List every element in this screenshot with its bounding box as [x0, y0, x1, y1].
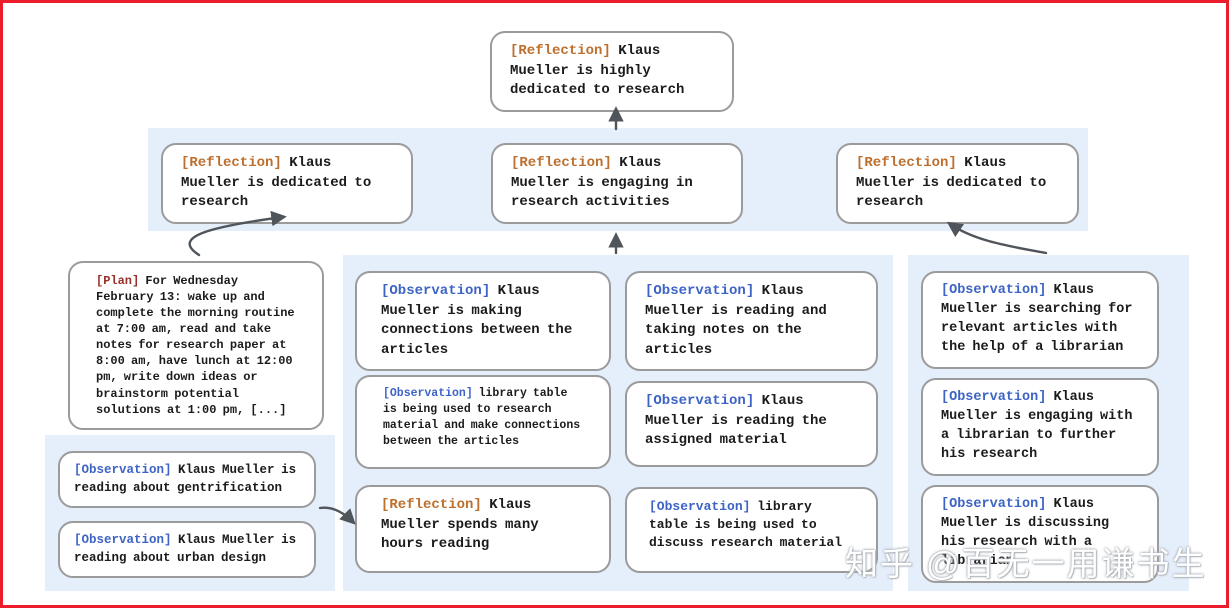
node-tag: [Reflection]: [856, 155, 957, 171]
watermark: 知乎 @百无一用谦书生: [845, 545, 1207, 582]
node-plan: [Plan] For Wednesday February 13: wake u…: [68, 261, 324, 430]
node-text: Klaus Mueller is dedicated to research: [856, 155, 1047, 211]
node-observation-discussing-librarian: [Observation] Klaus Mueller is discussin…: [921, 485, 1159, 583]
node-tag: [Reflection]: [510, 43, 611, 59]
node-tag: [Observation]: [645, 393, 755, 409]
node-tag: [Observation]: [74, 533, 172, 547]
node-root-reflection: [Reflection] Klaus Mueller is highly ded…: [490, 31, 734, 112]
node-tag: [Observation]: [941, 283, 1047, 298]
node-text: Klaus Mueller is engaging with a librari…: [941, 390, 1133, 462]
node-observation-gentrification: [Observation] Klaus Mueller is reading a…: [58, 451, 316, 508]
node-tag: [Reflection]: [181, 155, 282, 171]
node-tag: [Observation]: [941, 390, 1047, 405]
node-tag: [Observation]: [645, 283, 755, 299]
node-tag: [Reflection]: [511, 155, 612, 171]
node-text: Klaus Mueller is making connections betw…: [381, 283, 573, 358]
node-observation-assigned-material: [Observation] Klaus Mueller is reading t…: [625, 381, 878, 467]
node-reflection-dedicated-2: [Reflection] Klaus Mueller is dedicated …: [836, 143, 1079, 224]
node-observation-making-connections: [Observation] Klaus Mueller is making co…: [355, 271, 611, 372]
node-text: Klaus Mueller is engaging in research ac…: [511, 155, 693, 211]
node-text: Klaus Mueller is reading about urban des…: [74, 533, 297, 565]
node-reflection-hours-reading: [Reflection] Klaus Mueller spends many h…: [355, 485, 611, 573]
node-text: Klaus Mueller is dedicated to research: [181, 155, 372, 211]
node-tag: [Observation]: [941, 497, 1047, 512]
node-text: Klaus Mueller is reading the assigned ma…: [645, 393, 827, 449]
node-observation-searching-articles: [Observation] Klaus Mueller is searching…: [921, 271, 1159, 369]
node-observation-urban-design: [Observation] Klaus Mueller is reading a…: [58, 521, 316, 578]
node-observation-engaging-librarian: [Observation] Klaus Mueller is engaging …: [921, 378, 1159, 476]
node-text: Klaus Mueller spends many hours reading: [381, 497, 539, 553]
node-reflection-engaging: [Reflection] Klaus Mueller is engaging i…: [491, 143, 743, 224]
node-observation-library-research: [Observation] library table is being use…: [355, 375, 611, 469]
node-text: Klaus Mueller is reading about gentrific…: [74, 463, 297, 495]
node-observation-library-discuss: [Observation] library table is being use…: [625, 487, 878, 573]
node-text: Klaus Mueller is discussing his research…: [941, 497, 1110, 569]
node-tag: [Observation]: [383, 387, 473, 400]
node-tag: [Observation]: [74, 463, 172, 477]
node-text: Klaus Mueller is reading and taking note…: [645, 283, 827, 358]
node-text: library table is being used to research …: [383, 387, 581, 449]
node-tag: [Plan]: [96, 274, 140, 288]
node-reflection-dedicated-1: [Reflection] Klaus Mueller is dedicated …: [161, 143, 413, 224]
node-text: For Wednesday February 13: wake up and c…: [96, 274, 295, 417]
node-tag: [Observation]: [381, 283, 491, 299]
node-text: Klaus Mueller is searching for relevant …: [941, 283, 1133, 355]
node-text: library table is being used to discuss r…: [649, 499, 843, 551]
node-text: Klaus Mueller is highly dedicated to res…: [510, 43, 685, 99]
node-observation-taking-notes: [Observation] Klaus Mueller is reading a…: [625, 271, 878, 372]
node-tag: [Observation]: [649, 499, 751, 514]
node-tag: [Reflection]: [381, 497, 482, 513]
